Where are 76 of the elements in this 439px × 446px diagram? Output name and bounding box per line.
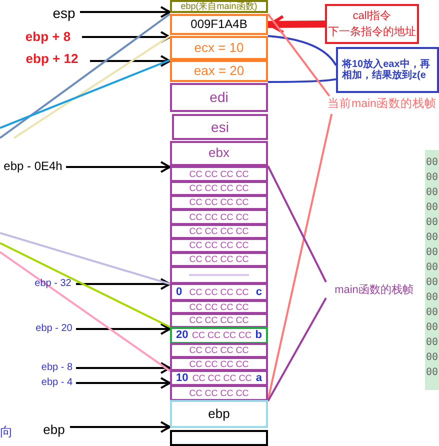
- direction-text: 向: [0, 425, 13, 438]
- memory-value: 00: [426, 158, 438, 168]
- offset-label: ebp - 32: [30, 277, 76, 291]
- memory-value: 00: [426, 278, 438, 288]
- stack-cell: ebp(来自main函数): [170, 0, 268, 13]
- stack-cell: [170, 370, 268, 386]
- stack-cell: [170, 327, 268, 344]
- frame-label: main函数的栈帧: [326, 282, 422, 298]
- stack-cell: CC CC CC CC: [170, 385, 268, 401]
- offset-label: ebp + 8: [14, 28, 82, 46]
- stack-cell: CC CC CC CC: [170, 252, 268, 267]
- value-text: 10: [176, 372, 188, 384]
- variable-name: a: [256, 372, 262, 384]
- stack-cell: CC CC CC CC: [170, 181, 268, 196]
- leader-line: [0, 59, 170, 129]
- offset-label: ebp - 0E4h: [0, 160, 66, 174]
- memory-value: 00: [426, 233, 438, 243]
- note-box: 将10放入eax中，再相加，结果放到z(e: [336, 47, 439, 93]
- memory-value: 00: [426, 263, 438, 273]
- stack-cell: CC CC CC CC: [170, 300, 268, 314]
- offset-label: ebp - 20: [32, 322, 76, 336]
- connector-line: [267, 13, 330, 97]
- connector-line: [268, 78, 336, 83]
- stack-cell: CC CC CC CC: [170, 166, 268, 182]
- stack-cell: CC CC CC CC: [170, 224, 268, 239]
- stack-cell: CC CC CC CC: [170, 209, 268, 225]
- memory-value: 00: [426, 173, 438, 183]
- memory-value: 00: [426, 308, 438, 318]
- stack-cell: [170, 283, 268, 301]
- stack-cell: CC CC CC CC: [170, 357, 268, 371]
- variable-name: b: [255, 330, 262, 341]
- empty-cell: [170, 430, 268, 446]
- variable-name: c: [256, 286, 262, 298]
- stack-cell: CC CC CC CC: [170, 195, 268, 210]
- offset-label: ebp + 12: [14, 50, 90, 68]
- offset-label: ebp: [38, 422, 70, 438]
- cell-text: CC CC CC CC: [192, 331, 252, 340]
- offset-label: esp: [48, 5, 80, 21]
- cell-text: CC CC CC CC: [192, 374, 252, 382]
- register-cell: esi: [172, 114, 268, 140]
- memory-value: 00: [426, 188, 438, 198]
- leader-line: [0, 232, 170, 285]
- callout-text: 下一条指令的地址: [328, 26, 416, 38]
- value-text: 0: [176, 286, 182, 298]
- blank-cell: [170, 266, 268, 284]
- memory-value: 00: [426, 218, 438, 228]
- stack-cell: CC CC CC CC: [170, 343, 268, 358]
- memory-value: 00: [426, 293, 438, 303]
- stack-cell: ebp: [170, 400, 268, 428]
- stack-cell: CC CC CC CC: [170, 238, 268, 253]
- register-cell: ebx: [170, 141, 268, 166]
- register-cell: eax = 20: [170, 60, 268, 82]
- memory-value: 00: [426, 203, 438, 213]
- memory-value: 00: [426, 353, 438, 363]
- register-cell: edi: [170, 83, 268, 112]
- offset-label: ebp - 4: [38, 376, 76, 390]
- callout-box: [325, 4, 419, 44]
- callout-text: call指令: [352, 10, 392, 22]
- memory-value: 00: [426, 248, 438, 258]
- connector-line: [268, 35, 337, 66]
- connector-line: [267, 166, 327, 282]
- connector-line: [267, 298, 327, 402]
- register-cell: ecx = 10: [170, 36, 268, 60]
- leader-line: [0, 242, 170, 328]
- frame-label: 当前main函数的栈帧: [326, 96, 438, 114]
- memory-value: 00: [426, 338, 438, 348]
- offset-label: ebp - 8: [38, 361, 76, 375]
- stack-cell: CC CC CC CC: [170, 313, 268, 328]
- memory-value: 00: [426, 323, 438, 333]
- leader-line: [0, 251, 171, 372]
- leader-line: [0, 13, 171, 139]
- memory-value: 00: [426, 368, 438, 378]
- address-cell: 009F1A4B: [170, 14, 268, 35]
- cell-text: CC CC CC CC: [189, 288, 249, 296]
- value-text: 20: [176, 330, 188, 341]
- leader-line: [13, 35, 171, 139]
